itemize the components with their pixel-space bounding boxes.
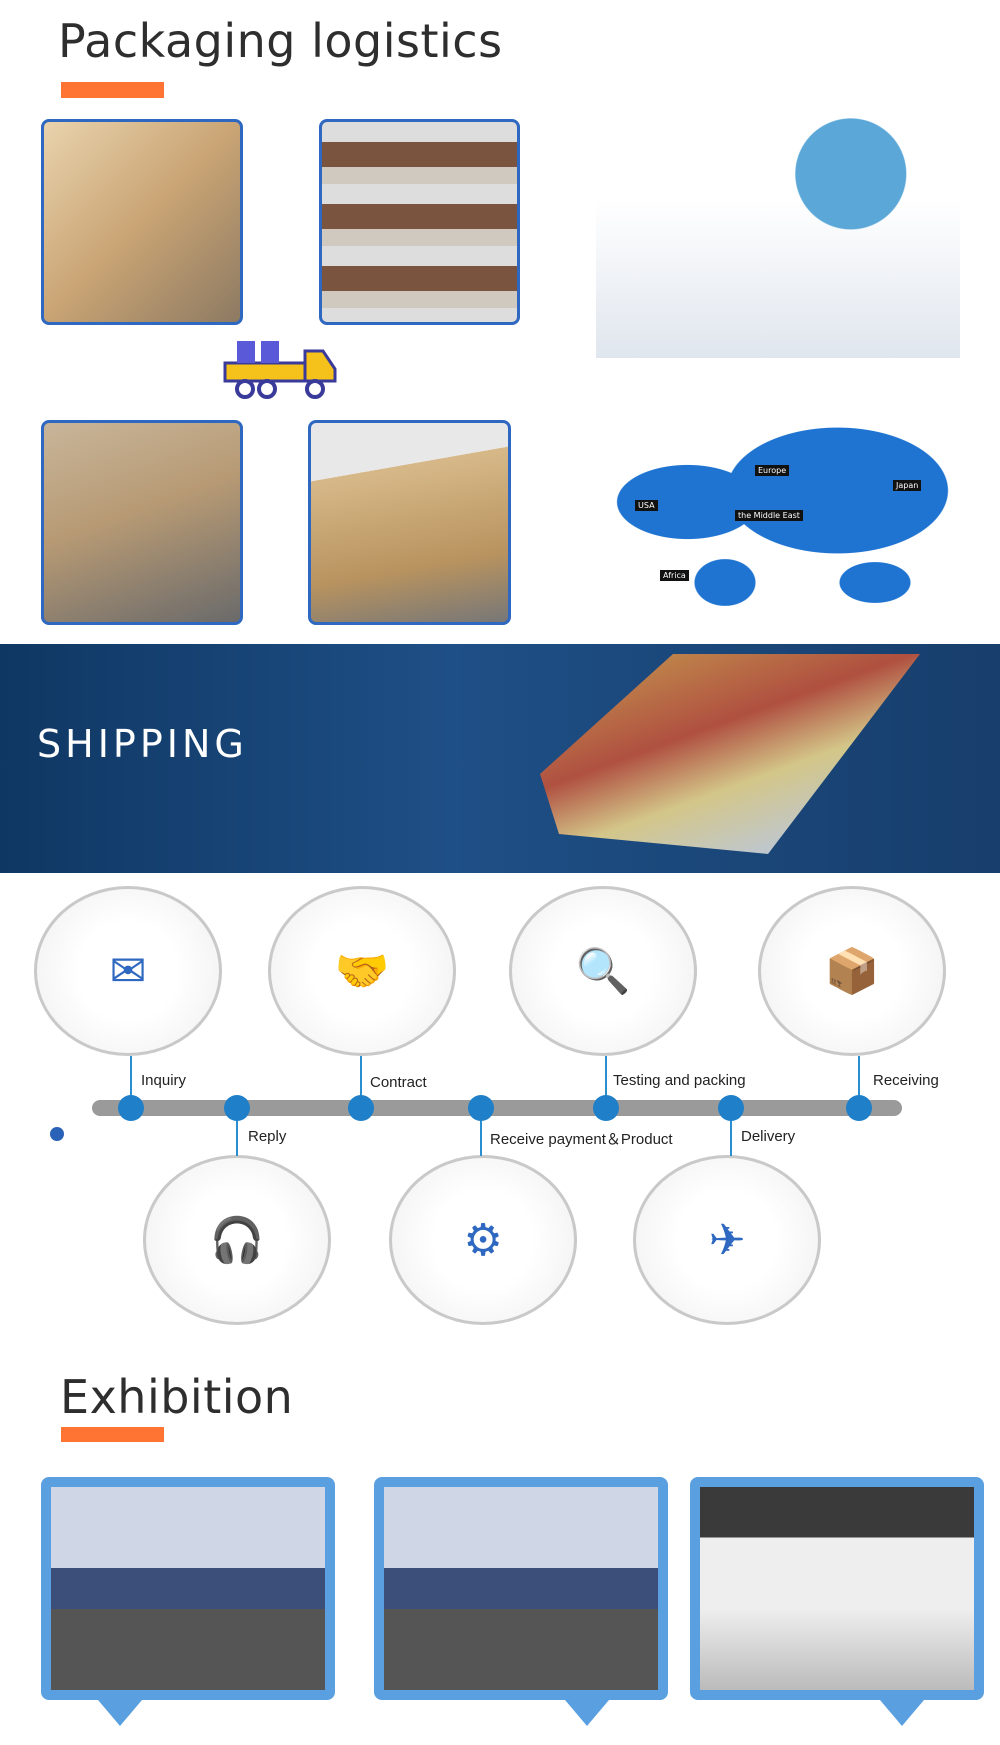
map-label: Japan xyxy=(893,480,922,491)
map-label: Europe xyxy=(755,465,790,476)
map-label: USA xyxy=(635,500,658,511)
step-label-inquiry: Inquiry xyxy=(141,1072,187,1089)
timeline-stem xyxy=(858,1056,860,1100)
timeline-start-dot xyxy=(50,1127,64,1141)
photo-pointer xyxy=(565,1700,609,1726)
photo-pointer xyxy=(880,1700,924,1726)
timeline-dot-reply xyxy=(224,1095,250,1121)
step-image-reply: 🎧 xyxy=(143,1155,331,1325)
step-image-receiving: 📦 xyxy=(758,886,946,1056)
exhibition-photo-booth-1 xyxy=(41,1477,335,1700)
timeline-stem xyxy=(605,1056,607,1100)
step-label-contract: Contract xyxy=(370,1074,427,1091)
timeline-bar xyxy=(92,1100,902,1116)
step-image-testing: 🔍 xyxy=(509,886,697,1056)
exhibition-photo-office xyxy=(690,1477,984,1700)
timeline-dot-inquiry xyxy=(118,1095,144,1121)
step-label-delivery: Delivery xyxy=(741,1128,796,1145)
step-label-payment: Receive payment＆Product xyxy=(490,1131,673,1148)
truck-icon xyxy=(217,333,339,403)
image-logistics-globe xyxy=(596,95,960,358)
timeline-dot-receiving xyxy=(846,1095,872,1121)
title-underline xyxy=(61,1427,164,1442)
map-label: Africa xyxy=(660,570,689,581)
step-image-payment: ⚙ xyxy=(389,1155,577,1325)
timeline-dot-payment xyxy=(468,1095,494,1121)
world-map: Europe Japan USA the Middle East Africa xyxy=(575,410,950,640)
photo-palletized-boxes xyxy=(41,420,243,625)
timeline-stem xyxy=(130,1056,132,1100)
photo-pointer xyxy=(98,1700,142,1726)
photo-warehouse-crates xyxy=(308,420,511,625)
timeline-stem xyxy=(730,1116,732,1156)
timeline-dot-testing xyxy=(593,1095,619,1121)
packaging-title: Packaging logistics xyxy=(58,14,503,68)
shipping-banner: SHIPPING xyxy=(0,644,1000,873)
step-label-reply: Reply xyxy=(248,1128,287,1145)
step-label-receiving: Receiving xyxy=(873,1072,939,1089)
timeline-stem xyxy=(480,1116,482,1156)
timeline-dot-delivery xyxy=(718,1095,744,1121)
map-label: the Middle East xyxy=(735,510,803,521)
step-image-contract: 🤝 xyxy=(268,886,456,1056)
shipping-title: SHIPPING xyxy=(37,722,248,766)
title-underline xyxy=(61,82,164,98)
photo-heat-exchanger-plates xyxy=(319,119,520,325)
container-ship-image xyxy=(540,654,920,854)
exhibition-photo-booth-2 xyxy=(374,1477,668,1700)
step-image-inquiry: ✉ xyxy=(34,886,222,1056)
timeline-dot-contract xyxy=(348,1095,374,1121)
step-image-delivery: ✈ xyxy=(633,1155,821,1325)
timeline-stem xyxy=(360,1056,362,1100)
timeline-stem xyxy=(236,1116,238,1156)
step-label-testing: Testing and packing xyxy=(613,1072,746,1089)
photo-wooden-crates xyxy=(41,119,243,325)
exhibition-title: Exhibition xyxy=(60,1370,294,1424)
